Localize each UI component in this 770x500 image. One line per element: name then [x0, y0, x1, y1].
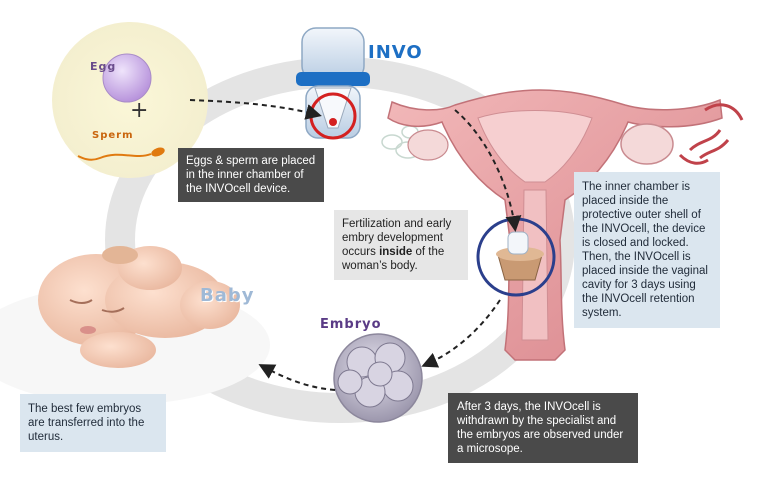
- baby-illustration: [0, 246, 270, 405]
- invo-device: [296, 27, 370, 140]
- embryo-illustration: [333, 333, 423, 423]
- caption-fertilization: Fertilization and early embry developmen…: [334, 210, 468, 280]
- fertilization-text-bold: inside: [379, 246, 413, 258]
- sperm-label: Sperm: [92, 130, 134, 141]
- embryo-label: Embryo: [320, 317, 382, 332]
- egg-label: Egg: [90, 60, 117, 73]
- caption-after-3-days: After 3 days, the INVOcell is withdrawn …: [448, 393, 638, 463]
- fertilization-text-post: of the woman’s body.: [342, 246, 445, 272]
- egg-cell: [102, 53, 152, 103]
- arrow-invo-to-uterus: [454, 109, 522, 232]
- caption-inner-chamber: The inner chamber is placed inside the p…: [574, 172, 720, 328]
- caption-eggs-sperm: Eggs & sperm are placed in the inner cha…: [178, 148, 324, 202]
- sperm-icon: [77, 147, 165, 161]
- arrow-uterus-to-embryo: [421, 299, 501, 368]
- arrow-embryo-to-baby: [258, 364, 336, 391]
- fertilization-text-pre: Fertilization and early embry developmen…: [342, 218, 452, 258]
- plus-sign: +: [130, 98, 150, 123]
- caption-transfer: The best few embryos are transferred int…: [20, 394, 166, 452]
- invo-label: INVO: [368, 42, 423, 63]
- baby-label: Baby: [200, 285, 255, 306]
- invocell-in-vagina: [476, 217, 556, 297]
- uterus-illustration: [387, 89, 744, 361]
